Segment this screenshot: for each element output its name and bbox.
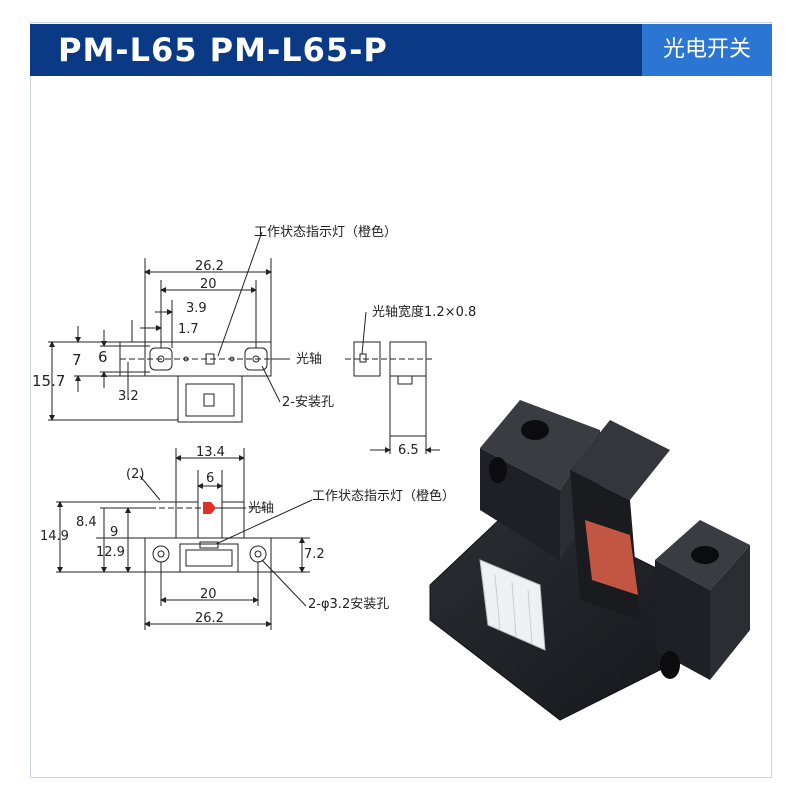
front-view-dim-7-2: 7.2	[304, 547, 325, 562]
top-view-dim-3-2: 3.2	[118, 389, 139, 404]
front-view-dim-14-9: 14.9	[40, 529, 69, 544]
front-view-dim-2: (2)	[126, 467, 144, 482]
front-view-axis-label: 光轴	[248, 501, 274, 516]
top-view-dim-6: 6	[98, 348, 108, 366]
front-view-hole-left	[152, 545, 170, 563]
top-view-dim-3-9: 3.9	[186, 301, 207, 316]
front-view-dim-12-9: 12.9	[96, 545, 125, 560]
side-view	[345, 311, 440, 454]
front-view-hole-right	[249, 545, 267, 563]
front-view-dim-20: 20	[200, 587, 217, 602]
top-view-dim-20: 20	[200, 277, 217, 292]
front-view-dim-9: 9	[110, 525, 118, 540]
top-view-axis-label: 光轴	[296, 352, 322, 367]
front-view-indicator-label: 工作状态指示灯（橙色）	[312, 488, 455, 504]
sensor-product-illustration	[429, 400, 750, 721]
connector-block	[479, 559, 546, 651]
category-tag: 光电开关	[642, 24, 772, 76]
side-view-dim-6-5: 6.5	[398, 443, 419, 458]
right-mount-hole	[691, 546, 719, 564]
side-view-axis-width-label: 光轴宽度1.2×0.8	[372, 304, 476, 320]
front-view-dim-13-4: 13.4	[196, 445, 225, 460]
header-bar	[30, 24, 642, 76]
front-view-dim-6: 6	[206, 471, 214, 486]
front-view	[56, 448, 313, 630]
top-view-holes-label: 2-安装孔	[282, 395, 334, 410]
front-view-dim-8-4: 8.4	[76, 515, 97, 530]
top-view-dim-1-7: 1.7	[178, 322, 199, 337]
top-view	[48, 231, 290, 423]
top-view-dim-15-7: 15.7	[32, 372, 65, 390]
indicator-window	[585, 520, 638, 595]
front-view-holes-label: 2-φ3.2安装孔	[308, 597, 389, 612]
top-view-lower-block	[177, 375, 243, 423]
top-view-dim-26-2: 26.2	[195, 259, 224, 274]
left-mount-hole	[521, 420, 549, 440]
top-view-dim-7: 7	[72, 351, 82, 369]
product-title: PM-L65 PM-L65-P	[58, 31, 388, 69]
front-view-indicator-icon	[203, 502, 216, 514]
top-view-indicator-label: 工作状态指示灯（橙色）	[254, 224, 397, 240]
front-view-dim-26-2: 26.2	[195, 611, 224, 626]
